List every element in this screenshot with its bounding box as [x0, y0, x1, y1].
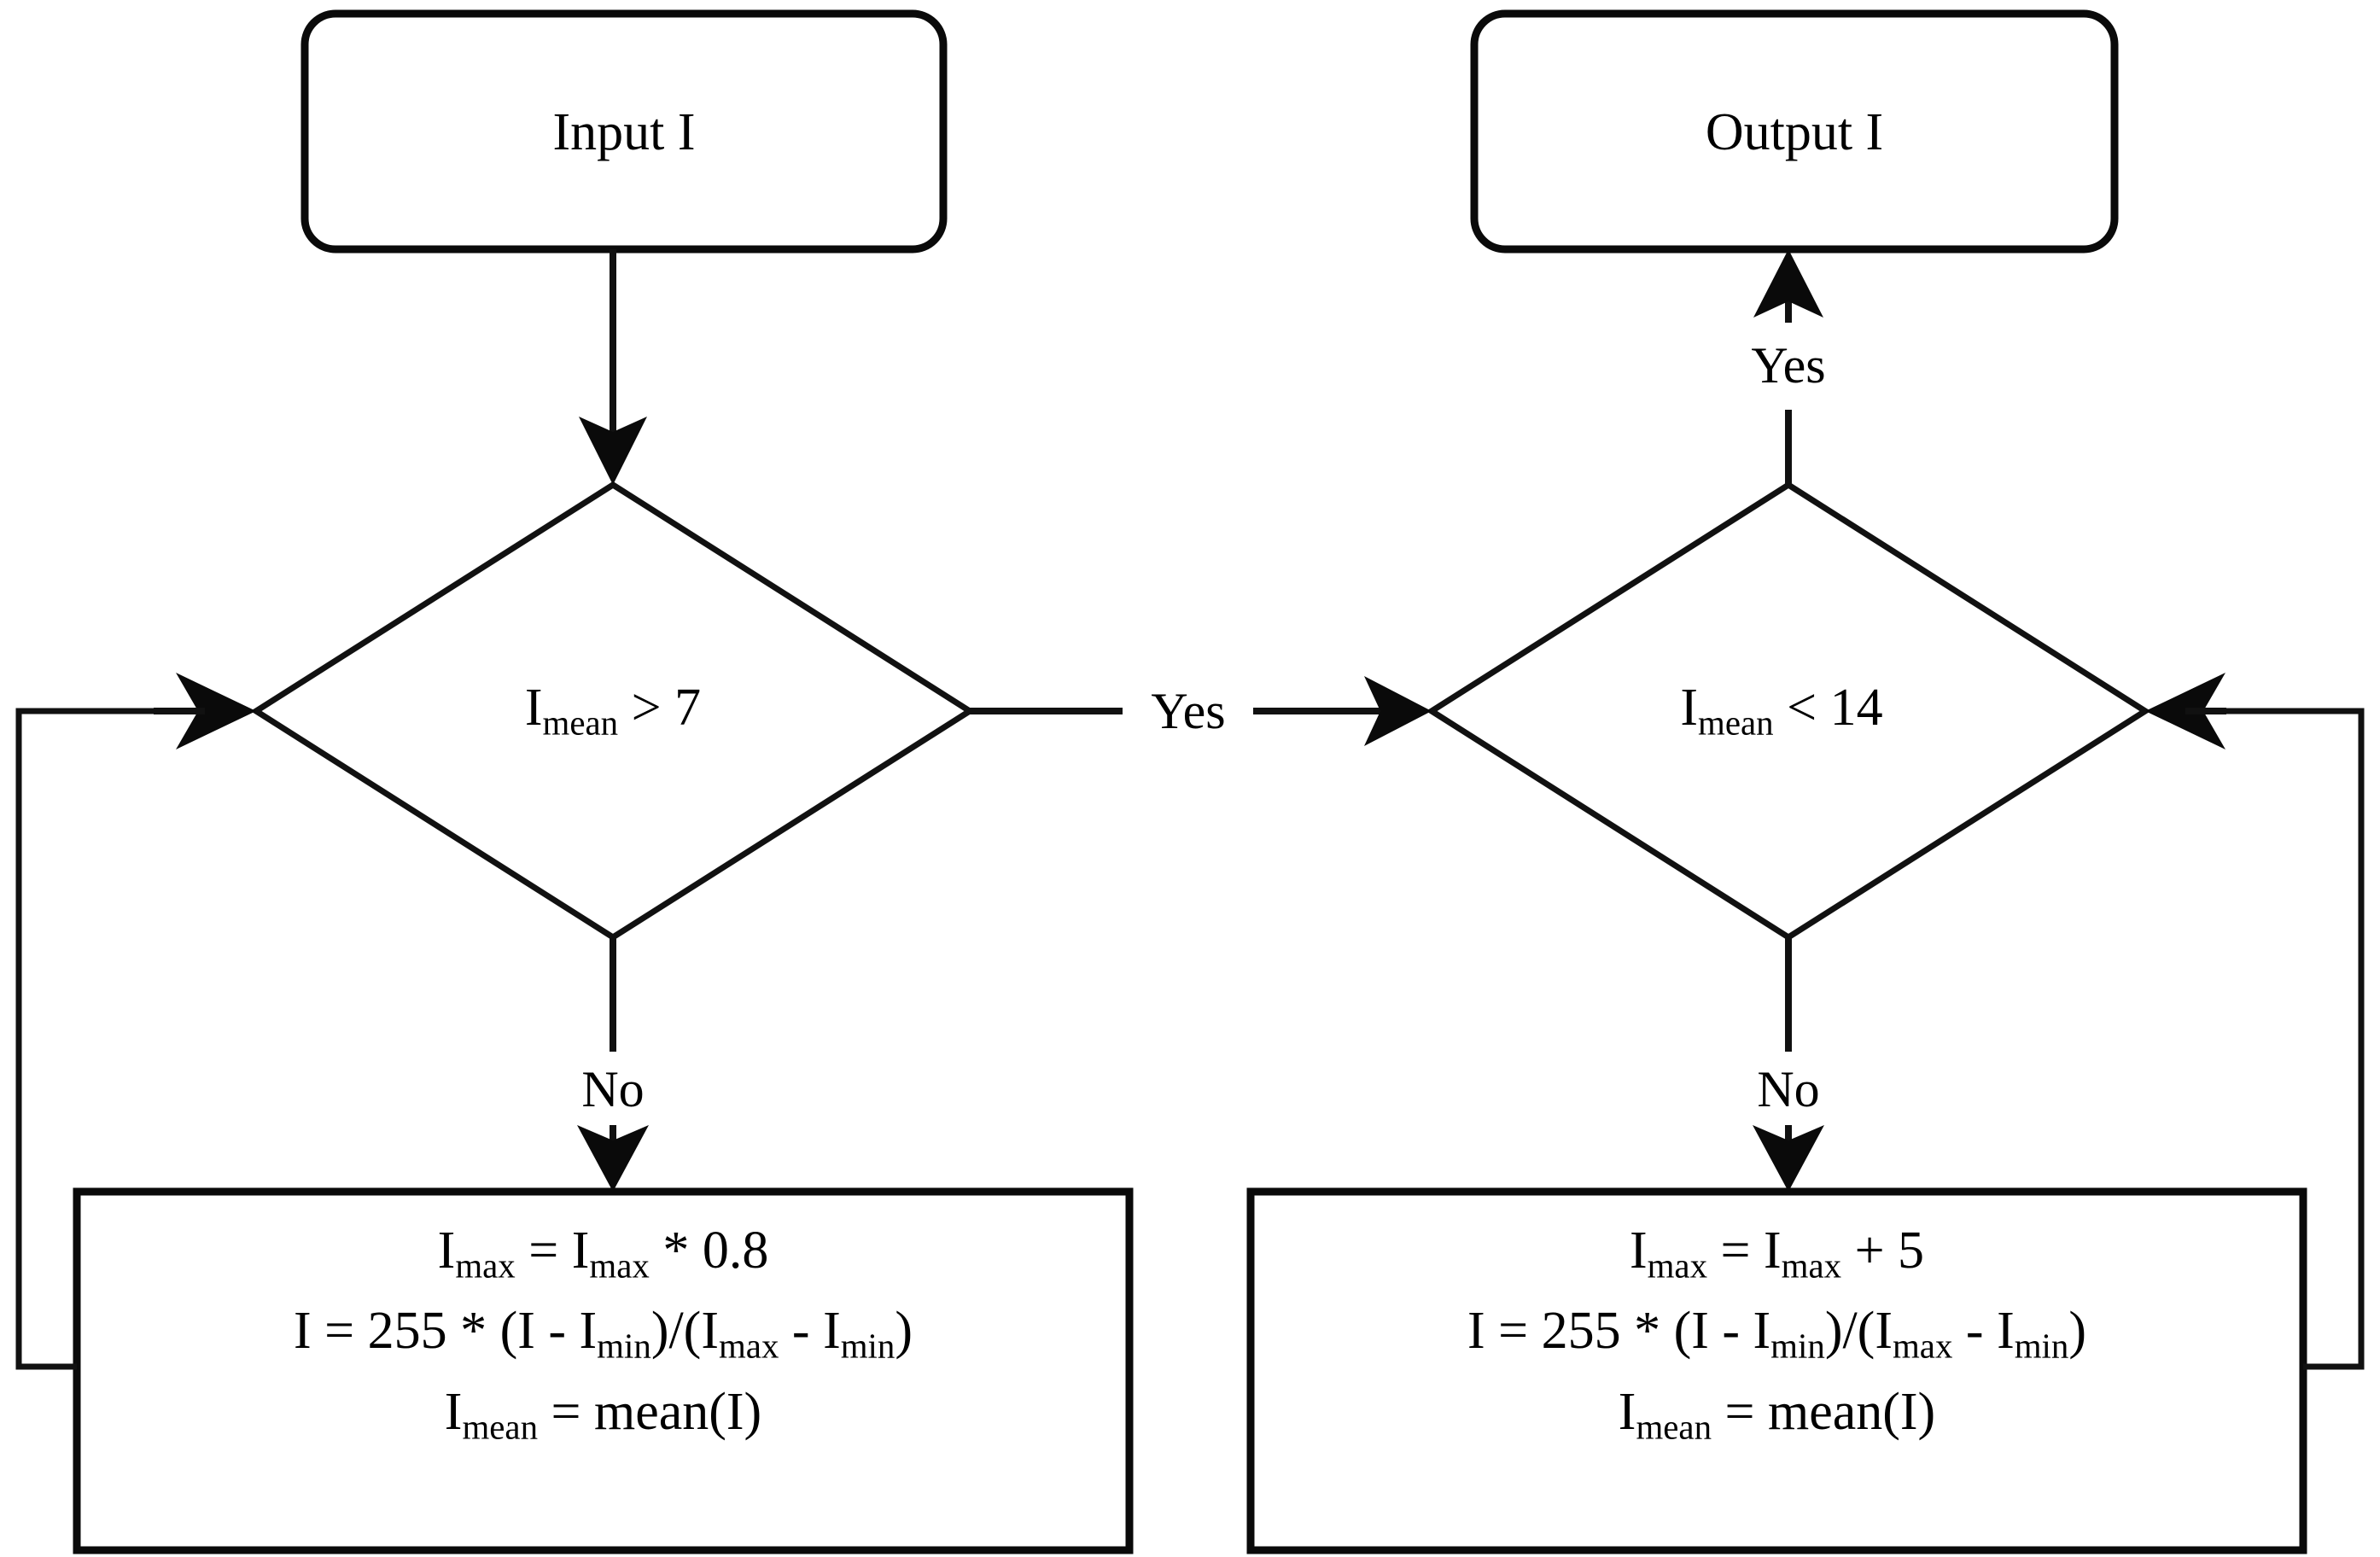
- pr3-sub: mean: [1636, 1408, 1712, 1447]
- process-right-text: Imax = Imax + 5 I = 255 * (I - Imin)/(Im…: [1251, 1221, 2303, 1447]
- pl3-sub: mean: [462, 1408, 539, 1447]
- pr2-sub-max: max: [1892, 1327, 1953, 1366]
- edge-label-left-no: No: [576, 1064, 650, 1115]
- arrowhead-right-no-down: [1753, 1125, 1824, 1192]
- edge-label-middle-yes: Yes: [1146, 685, 1231, 737]
- decision-right-var: I: [1680, 678, 1699, 737]
- pl3-b: = mean(I): [538, 1382, 762, 1441]
- edge-label-right-no: No: [1752, 1064, 1825, 1115]
- pr1-b: = I: [1707, 1222, 1782, 1280]
- decision-right-label: Imean < 14: [1680, 681, 1882, 741]
- output-node-label: Output I: [1705, 103, 1884, 161]
- pr1-a: I: [1629, 1222, 1648, 1280]
- pl2-sub-max: max: [718, 1327, 779, 1366]
- process-left-line-2: I = 255 * (I - Imin)/(Imax - Imin): [293, 1302, 913, 1366]
- arrowhead-input-down: [579, 417, 647, 485]
- loop-right-feedback: [2226, 708, 2365, 1370]
- pl1-sub-a: max: [455, 1246, 516, 1286]
- pr1-sub-b: max: [1781, 1246, 1842, 1286]
- decision-left-label: Imean > 7: [525, 681, 701, 741]
- decision-right-subscript: mean: [1698, 703, 1774, 743]
- edge-label-top-yes: Yes: [1746, 340, 1831, 391]
- process-right-line-3: Imean = mean(I): [1251, 1382, 2303, 1447]
- loop-left-feedback: [15, 708, 154, 1370]
- pl1-c: * 0.8: [649, 1222, 769, 1280]
- process-left-line-3: Imean = mean(I): [77, 1382, 1129, 1447]
- pl1-sub-b: max: [589, 1246, 650, 1286]
- decision-left-var: I: [524, 678, 543, 737]
- pr2-sub-min1: min: [1770, 1327, 1825, 1366]
- process-right-line-1: Imax = Imax + 5: [1251, 1221, 2303, 1286]
- pr3-b: = mean(I): [1712, 1382, 1936, 1441]
- pl2-sub-min2: min: [840, 1327, 895, 1366]
- process-left-text: Imax = Imax * 0.8 I = 255 * (I - Imin)/(…: [77, 1221, 1129, 1447]
- arrowhead-loop-left: [176, 673, 256, 749]
- decision-left-operator: > 7: [631, 678, 702, 737]
- process-right-shape[interactable]: [1246, 1187, 2307, 1554]
- pl1-a: I: [437, 1222, 456, 1280]
- pr1-c: + 5: [1841, 1222, 1925, 1280]
- input-node-label: Input I: [552, 103, 696, 161]
- process-right-line-2: I = 255 * (I - Imin)/(Imax - Imin): [1467, 1302, 2087, 1366]
- arrowhead-yes-up: [1753, 249, 1823, 318]
- input-node-shape[interactable]: [300, 9, 948, 254]
- pl1-b: = I: [515, 1222, 590, 1280]
- pl3-a: I: [444, 1382, 463, 1441]
- pl2-sub-min1: min: [597, 1327, 651, 1366]
- process-left-line-1: Imax = Imax * 0.8: [77, 1221, 1129, 1286]
- decision-right-operator: < 14: [1787, 678, 1883, 737]
- pr3-a: I: [1618, 1382, 1636, 1441]
- decision-left-subscript: mean: [542, 703, 619, 743]
- output-node-shape[interactable]: [1470, 9, 2119, 254]
- pr1-sub-a: max: [1647, 1246, 1708, 1286]
- arrowhead-yes-right: [1364, 676, 1432, 746]
- process-left-shape[interactable]: [73, 1187, 1134, 1554]
- arrowhead-left-no-down: [577, 1125, 649, 1192]
- pr2-sub-min2: min: [2014, 1327, 2069, 1366]
